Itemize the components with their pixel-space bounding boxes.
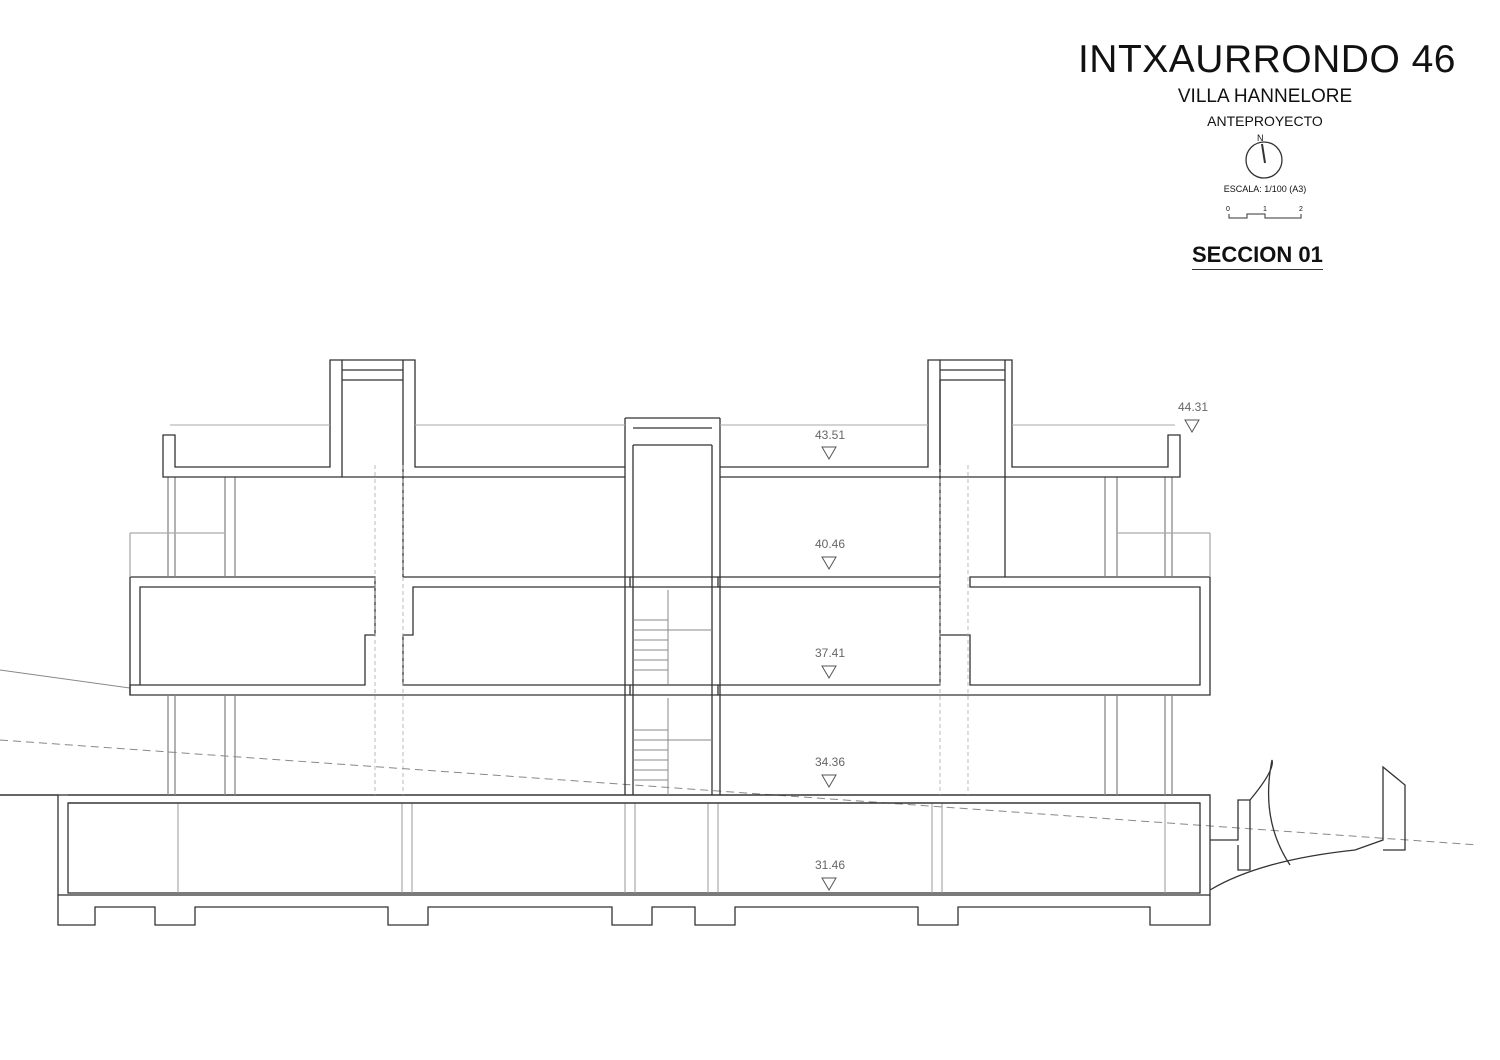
level-label: 40.46: [815, 537, 846, 551]
roof: [162, 359, 1181, 577]
basement: [57, 794, 1211, 926]
project-phase: ANTEPROYECTO: [1207, 113, 1323, 129]
level-label: 31.46: [815, 858, 846, 872]
core-walls: [624, 417, 721, 795]
retaining-walls: [1209, 759, 1406, 891]
level-label: 44.31: [1178, 400, 1209, 414]
hatched-shafts: [374, 465, 969, 795]
north-label: N: [1257, 133, 1264, 143]
scale-tick: 0: [1226, 206, 1230, 213]
section-title: SECCION 01: [1192, 242, 1323, 270]
project-title: INTXAURRONDO 46: [1077, 38, 1456, 81]
scale-tick: 1: [1263, 206, 1267, 213]
terrain-line: [0, 669, 131, 689]
north-arrow-icon: [1245, 141, 1283, 179]
level-label: 37.41: [815, 646, 846, 660]
level-label: 43.51: [815, 428, 846, 442]
scale-label: ESCALA: 1/100 (A3): [1223, 184, 1307, 194]
building-name: VILLA HANNELORE: [1177, 86, 1353, 107]
level-label: 34.36: [815, 755, 846, 769]
scale-bar-icon: [1228, 213, 1302, 219]
level-markers: [821, 419, 1200, 891]
stairs: [633, 590, 712, 795]
scale-tick: 2: [1299, 206, 1303, 213]
